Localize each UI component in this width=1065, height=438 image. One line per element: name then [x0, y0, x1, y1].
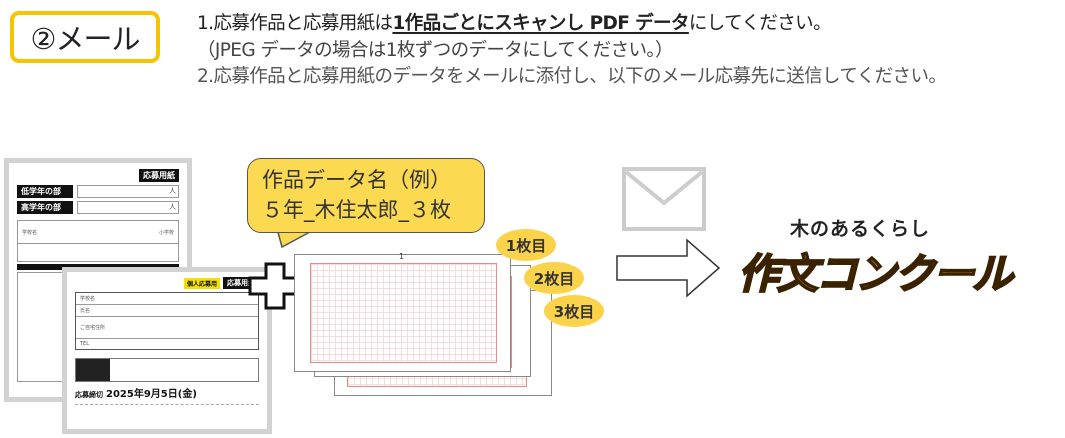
- unit-label: 人: [77, 185, 179, 198]
- form-row: TEL: [76, 339, 258, 349]
- page-tag-3: 3枚目: [544, 295, 604, 327]
- field-label: TEL: [80, 341, 89, 347]
- page-tag-2: 2枚目: [524, 262, 584, 294]
- individual-tag: 個人応募用: [183, 277, 220, 289]
- bubble-example: ５年_木住太郎_３枚: [262, 198, 451, 222]
- upper-grade-label: 高学年の部: [17, 201, 73, 214]
- plus-icon: [248, 262, 303, 310]
- school-suffix: 小学校: [158, 229, 174, 236]
- instruction-2: 2.応募作品と応募用紙のデータをメールに添付し、以下のメール応募先に送信してくだ…: [197, 66, 947, 87]
- deadline-label: 応募締切: [75, 391, 103, 399]
- school-label: 学校名: [22, 229, 38, 236]
- contest-logo: 作文コンクール: [737, 249, 1014, 299]
- deadline-value: 2025年9月5日(金): [106, 389, 197, 400]
- instruction-1: 1.応募作品と応募用紙は1作品ごとにスキャンし PDF データにしてください。: [197, 9, 832, 35]
- school-form-title: 応募用紙: [139, 169, 179, 182]
- field-label: ご自宅住所: [80, 325, 106, 331]
- individual-application-form: 個人応募用 応募用紙 学校名 氏名 ご自宅住所 TEL 応募締切 2025年9月…: [62, 267, 272, 434]
- right-arrow-icon: [616, 238, 721, 298]
- envelope-icon: [622, 167, 706, 231]
- form-row: 学校名: [76, 293, 258, 305]
- instruction-1-post: にしてください。: [688, 13, 832, 34]
- bubble-title: 作品データ名（例）: [262, 168, 451, 192]
- filename-example-bubble: 作品データ名（例） ５年_木住太郎_３枚: [247, 158, 485, 233]
- unit-label: 人: [77, 201, 179, 214]
- mail-section-badge: ②メール: [10, 11, 160, 63]
- lower-grade-label: 低学年の部: [17, 185, 73, 198]
- badge-label: ②メール: [30, 22, 141, 56]
- instruction-1-emphasis: 1作品ごとにスキャンし PDF データ: [392, 13, 689, 34]
- page-tag-1: 1枚目: [496, 229, 556, 261]
- instruction-1-note: （JPEG データの場合は1枚ずつのデータにしてください。）: [197, 40, 674, 61]
- contest-logo-subtitle: 木のあるくらし: [790, 218, 931, 240]
- field-label: 氏名: [80, 308, 91, 314]
- sheet-number: 1: [399, 252, 405, 261]
- field-label: 学校名: [80, 296, 96, 302]
- instruction-1-pre: 1.応募作品と応募用紙は: [197, 13, 393, 34]
- manuscript-sheet-1: 1: [294, 252, 511, 372]
- form-row: ご自宅住所: [76, 317, 258, 339]
- form-row: 氏名: [76, 305, 258, 317]
